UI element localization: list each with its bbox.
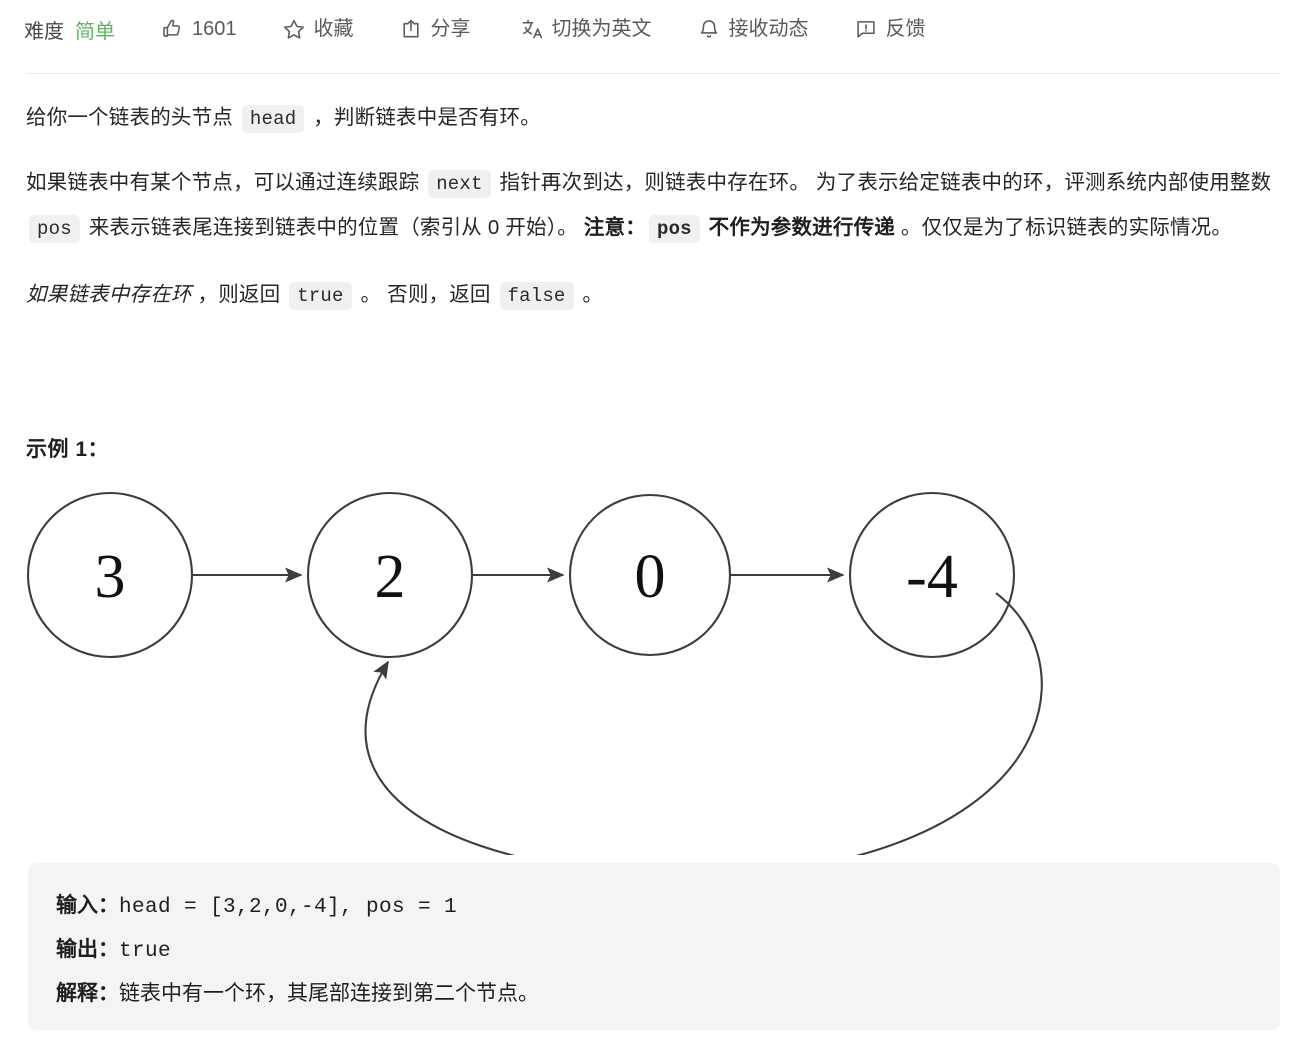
difficulty-value[interactable]: 简单 <box>75 20 115 43</box>
p1-text-b: ，判断链表中是否有环。 <box>307 106 541 129</box>
p2-text-b: 指针再次到达，则链表中存在环。 为了表示给定链表中的环，评测系统内部使用整数 <box>493 171 1272 194</box>
problem-toolbar: 难度 简单 1601 收藏 <box>0 0 1306 58</box>
subscribe-button[interactable]: 接收动态 <box>698 18 809 40</box>
example-heading: 示例 1： <box>26 438 110 461</box>
example-input-label: 输入： <box>56 894 119 917</box>
subscribe-label: 接收动态 <box>728 18 809 40</box>
example-explain-line: 解释：链表中有一个环，其尾部连接到第二个节点。 <box>56 973 1280 1015</box>
node-label--4: -4 <box>906 543 958 611</box>
example-output-line: 输出：true <box>56 929 1280 973</box>
bell-icon <box>698 18 720 40</box>
star-icon <box>283 18 305 40</box>
node-label-0: 0 <box>635 543 666 611</box>
description-paragraph-1: 给你一个链表的头节点 head ，判断链表中是否有环。 <box>26 96 1280 141</box>
cycle-edge <box>364 592 1043 855</box>
favorite-button[interactable]: 收藏 <box>283 18 354 40</box>
p3-italic: 如果链表中存在环 <box>26 283 192 306</box>
feedback-button[interactable]: 反馈 <box>855 18 926 40</box>
description-paragraph-3: 如果链表中存在环 ，则返回 true 。 否则，返回 false 。 <box>26 273 1280 318</box>
node-label-3: 3 <box>95 543 126 611</box>
example-block: 输入：head = [3,2,0,-4], pos = 1 输出：true 解释… <box>28 863 1280 1030</box>
translate-button[interactable]: 切换为英文 <box>521 18 652 40</box>
example-explain-value: 链表中有一个环，其尾部连接到第二个节点。 <box>119 982 539 1005</box>
p2-bold-note: 注意： <box>583 216 646 239</box>
like-count: 1601 <box>192 18 237 40</box>
share-label: 分享 <box>430 18 471 40</box>
node-label-2: 2 <box>375 543 406 611</box>
translate-icon <box>521 18 543 40</box>
feedback-label: 反馈 <box>885 18 926 40</box>
p3-text-b: 。 否则，返回 <box>354 283 497 306</box>
code-false: false <box>499 282 574 310</box>
code-pos-1: pos <box>29 215 80 243</box>
share-button[interactable]: 分享 <box>400 18 471 40</box>
p1-text-a: 给你一个链表的头节点 <box>26 106 239 129</box>
p2-text-c: 来表示链表尾连接到链表中的位置（索引从 0 开始）。 <box>82 216 584 239</box>
share-icon <box>400 18 422 40</box>
like-button[interactable]: 1601 <box>161 18 237 40</box>
p2-bold-tail: 不作为参数进行传递 <box>702 216 901 239</box>
code-pos-2: pos <box>648 215 700 243</box>
feedback-icon <box>855 18 877 40</box>
example-explain-label: 解释： <box>56 982 119 1005</box>
p2-text-a: 如果链表中有某个节点，可以通过连续跟踪 <box>26 171 426 194</box>
code-true: true <box>289 282 352 310</box>
difficulty-label: 难度 <box>24 20 64 43</box>
thumbs-up-icon <box>161 18 183 40</box>
code-head: head <box>241 105 305 133</box>
node-circle--4 <box>848 491 1016 659</box>
example-input-value: head = [3,2,0,-4], pos = 1 <box>119 896 458 919</box>
toolbar-divider <box>26 73 1280 74</box>
example-input-line: 输入：head = [3,2,0,-4], pos = 1 <box>56 885 1280 929</box>
example-output-value: true <box>119 940 172 963</box>
description-paragraph-2: 如果链表中有某个节点，可以通过连续跟踪 next 指针再次到达，则链表中存在环。… <box>26 161 1280 251</box>
p3-text-c: 。 <box>576 283 604 306</box>
code-next: next <box>428 170 491 198</box>
problem-description: 给你一个链表的头节点 head ，判断链表中是否有环。 如果链表中有某个节点，可… <box>26 96 1280 340</box>
linked-list-cycle-diagram: 3 2 0 -4 <box>0 480 1180 855</box>
favorite-label: 收藏 <box>313 18 354 40</box>
example-output-label: 输出： <box>56 938 119 961</box>
p3-text-a: ，则返回 <box>191 283 287 306</box>
translate-label: 切换为英文 <box>551 18 652 40</box>
p2-text-d: 。仅仅是为了标识链表的实际情况。 <box>900 216 1233 239</box>
